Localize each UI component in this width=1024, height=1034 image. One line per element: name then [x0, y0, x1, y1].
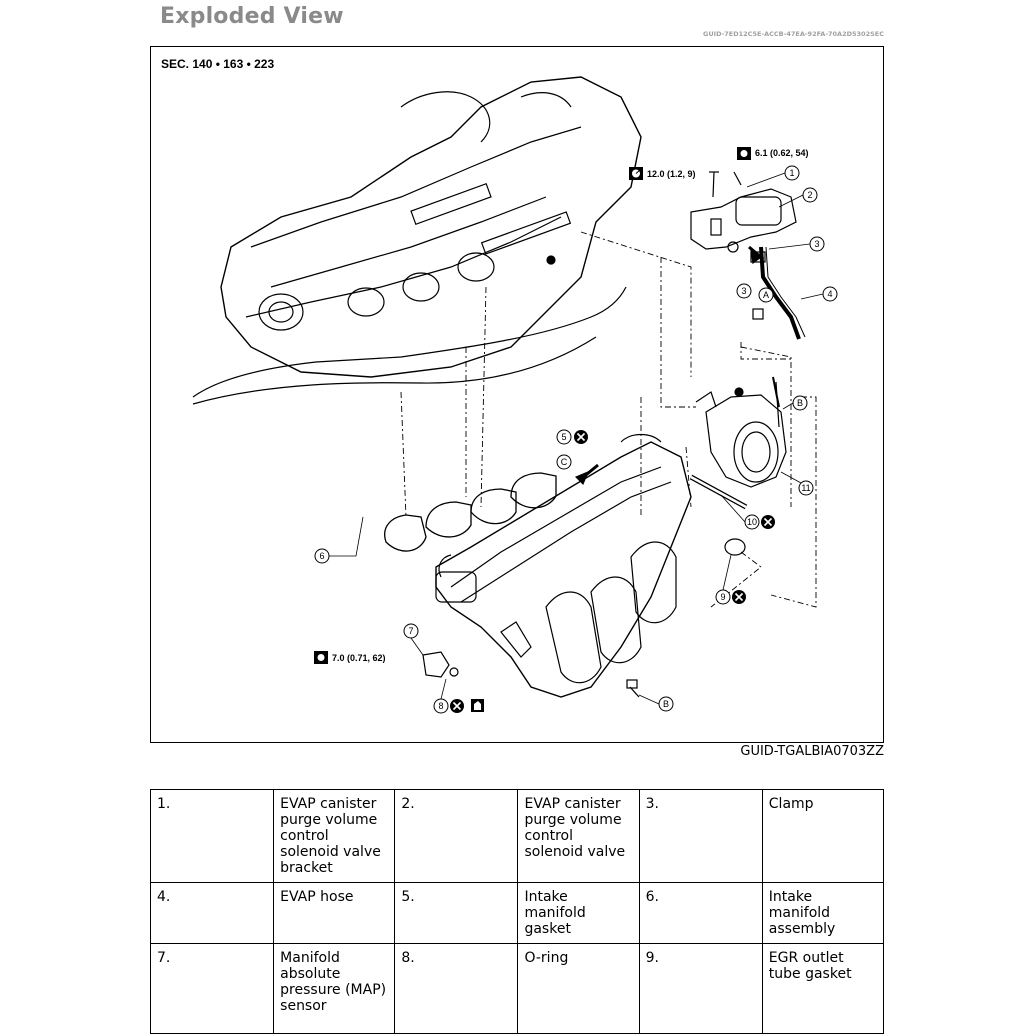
figure-guid: GUID-TGALBIA0703ZZ — [740, 744, 884, 759]
exploded-view-figure: 1 2 3 3 4 A B 11 10 5 C 6 9 7 8 B — [150, 46, 884, 743]
part-number: 7. — [149, 943, 275, 1034]
svg-text:B: B — [797, 398, 803, 408]
part-number: 8. — [394, 943, 519, 1034]
torque-value-2: 12.0 (1.2, 9) — [647, 169, 696, 179]
svg-text:3: 3 — [741, 286, 746, 296]
table-row: 1. EVAP canister purge volume control so… — [149, 789, 885, 883]
svg-text:A: A — [763, 290, 769, 300]
svg-text:7: 7 — [408, 626, 413, 636]
part-description: Manifold absolute pressure (MAP) sensor — [273, 943, 396, 1034]
callout-11 — [798, 480, 814, 496]
part-description: Intake manifold gasket — [517, 882, 640, 944]
part-description: EGR outlet tube gasket — [761, 943, 885, 1034]
callout-a — [758, 287, 774, 303]
part-description: EVAP canister purge volume control solen… — [517, 789, 640, 883]
svg-text:9: 9 — [720, 592, 725, 602]
part-number: 2. — [394, 789, 519, 883]
bolts-drawing — [626, 376, 780, 698]
part-description: Clamp — [761, 789, 885, 883]
engine-outline — [192, 286, 627, 398]
map-sensor-drawing — [422, 651, 459, 678]
callout-c — [556, 454, 572, 470]
evap-solenoid-assembly — [690, 188, 806, 340]
part-description: Intake manifold assembly — [761, 882, 885, 944]
svg-text:3: 3 — [814, 239, 819, 249]
part-number: 1. — [149, 789, 275, 883]
torque-icons — [314, 147, 751, 664]
intake-manifold-drawing — [435, 433, 692, 698]
part-number: 9. — [638, 943, 763, 1034]
part-description: EVAP canister purge volume control solen… — [273, 789, 396, 883]
document-guid: GUID-7ED12C5E-ACCB-47EA-92FA-70A2D5302SE… — [703, 30, 884, 38]
table-row: 4. EVAP hose 5. Intake manifold gasket 6… — [149, 882, 885, 944]
part-description: EVAP hose — [273, 882, 396, 944]
svg-text:5: 5 — [561, 432, 566, 442]
part-number: 5. — [394, 882, 519, 944]
part-number: 3. — [638, 789, 763, 883]
svg-text:11: 11 — [801, 483, 810, 493]
part-number: 6. — [638, 882, 763, 944]
svg-text:4: 4 — [827, 289, 832, 299]
torque-value-1: 6.1 (0.62, 54) — [755, 148, 809, 158]
svg-text:2: 2 — [807, 190, 812, 200]
do-not-reuse-markers — [450, 430, 775, 713]
section-reference: SEC. 140 • 163 • 223 — [161, 57, 275, 71]
part-number: 4. — [149, 882, 275, 944]
gasket-drawing — [384, 472, 557, 552]
svg-text:B: B — [663, 699, 669, 709]
callout-3b — [736, 283, 752, 299]
egr-gasket-drawing — [724, 538, 746, 556]
throttle-body-drawing — [695, 381, 787, 488]
torque-value-3: 7.0 (0.71, 62) — [332, 653, 386, 663]
table-row: 7. Manifold absolute pressure (MAP) sens… — [149, 943, 885, 1034]
svg-text:8: 8 — [438, 701, 443, 711]
exploded-view-drawing: 1 2 3 3 4 A B 11 10 5 C 6 9 7 8 B — [192, 76, 838, 714]
svg-text:C: C — [561, 457, 568, 467]
part-description: O-ring — [517, 943, 640, 1034]
svg-text:1: 1 — [789, 168, 794, 178]
callout-5 — [556, 429, 572, 445]
page-title: Exploded View — [160, 4, 344, 29]
engine-body — [220, 76, 642, 378]
svg-text:6: 6 — [319, 551, 324, 561]
svg-text:10: 10 — [747, 517, 757, 527]
parts-legend-table: 1. EVAP canister purge volume control so… — [149, 789, 885, 1034]
